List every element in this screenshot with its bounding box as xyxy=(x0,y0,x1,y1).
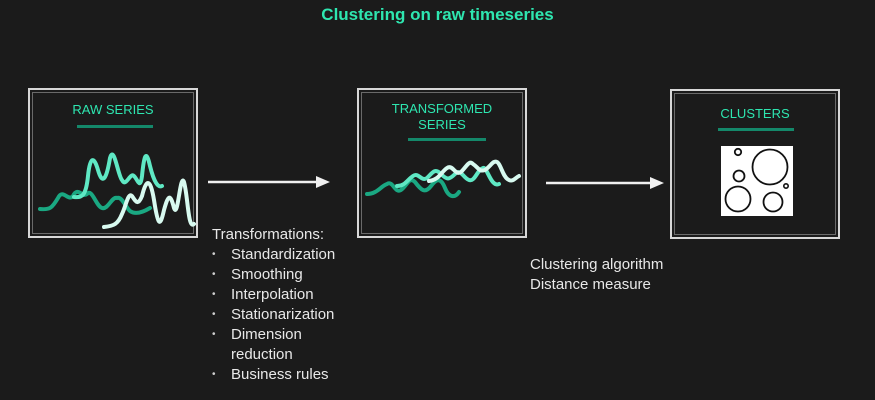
raw-series-line-light xyxy=(102,178,196,229)
transformed-series-box: TRANSFORMED SERIES xyxy=(357,88,527,238)
transformed-label-line1: TRANSFORMED xyxy=(391,101,493,116)
transformation-item-continuation: reduction xyxy=(231,346,293,363)
transformation-item: Smoothing xyxy=(212,265,335,285)
clusters-icon xyxy=(721,146,793,216)
label-underline xyxy=(718,128,794,131)
label-underline xyxy=(408,138,486,141)
raw-series-line-dark xyxy=(38,190,152,215)
transformation-item: Business rules xyxy=(212,365,335,385)
transformation-item-text: Dimension xyxy=(231,326,302,343)
clusters-label: CLUSTERS xyxy=(720,106,790,121)
box-frame xyxy=(674,93,836,235)
transformed-label-line2: SERIES xyxy=(418,117,466,132)
clustering-notes: Clustering algorithm Distance measure xyxy=(530,255,663,295)
transformed-series-label: TRANSFORMED SERIES xyxy=(359,101,525,133)
box-frame xyxy=(361,92,523,234)
cluster-circle xyxy=(751,148,789,186)
cluster-circle xyxy=(782,182,789,189)
cluster-circle xyxy=(733,147,743,157)
page-title: Clustering on raw timeseries xyxy=(321,5,554,24)
arrow-right-icon xyxy=(208,176,330,188)
transformations-heading: Transformations: xyxy=(212,226,324,243)
clustering-note: Distance measure xyxy=(530,276,651,293)
cluster-circle xyxy=(724,185,752,213)
clusters-box: CLUSTERS xyxy=(670,89,840,239)
cluster-circle xyxy=(732,169,746,183)
transformation-item: Interpolation xyxy=(212,285,335,305)
raw-series-line-mid xyxy=(72,152,164,200)
transformed-line-dark xyxy=(365,178,461,199)
arrow-right-icon xyxy=(546,177,664,189)
label-underline xyxy=(77,125,153,128)
transformed-line-light xyxy=(427,159,521,183)
raw-series-chart xyxy=(38,152,196,229)
box-frame xyxy=(32,92,194,234)
cluster-circle xyxy=(762,191,784,213)
transformed-series-chart xyxy=(365,159,521,199)
raw-series-box: RAW SERIES xyxy=(28,88,198,238)
transformation-item: Standardization xyxy=(212,245,335,265)
transformations-list: Standardization Smoothing Interpolation … xyxy=(212,245,335,385)
transformation-item: Dimension reduction xyxy=(212,325,335,365)
transformations-block: Transformations: Standardization Smoothi… xyxy=(212,225,335,385)
transformation-item: Stationarization xyxy=(212,305,335,325)
clustering-note: Clustering algorithm xyxy=(530,256,664,273)
raw-series-label: RAW SERIES xyxy=(72,102,154,117)
